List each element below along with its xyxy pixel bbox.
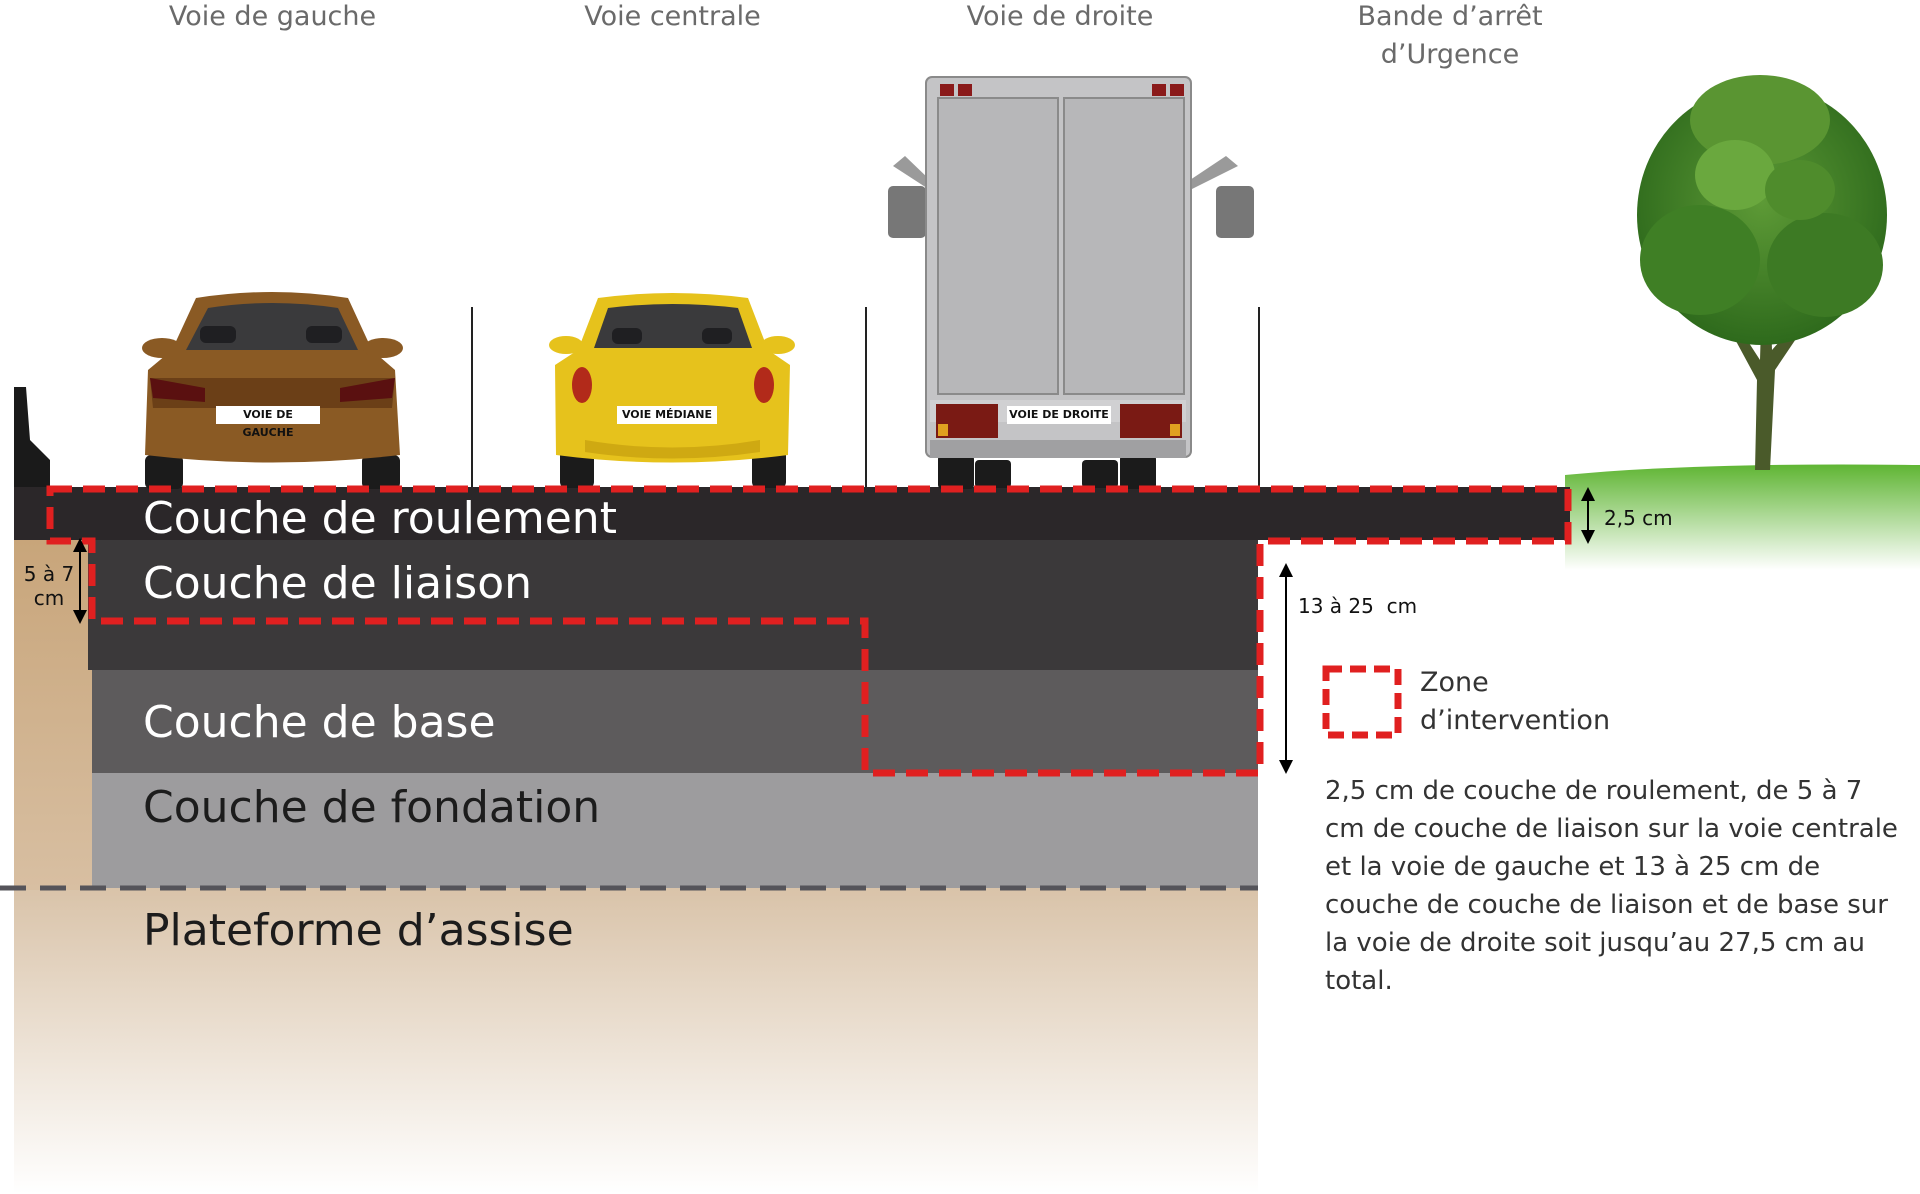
intervention-zone-outline [46, 485, 1572, 777]
car-center-icon [549, 293, 795, 488]
legend-swatch [1322, 665, 1402, 739]
lane-title-shoulder: Bande d’arrêt d’Urgence [1330, 0, 1570, 74]
measure-top-thickness: 2,5 cm [1604, 506, 1673, 530]
left-barrier [14, 387, 50, 487]
measure-right-depth: 13 à 25 cm [1298, 594, 1418, 618]
lane-title-shoulder-line2: d’Urgence [1380, 39, 1520, 70]
lane-title-right: Voie de droite [966, 1, 1154, 32]
layer-roulement [14, 487, 1570, 540]
legend-line2: d’intervention [1420, 705, 1611, 736]
measure-left-line2: cm [33, 586, 65, 610]
label-plateforme: Plateforme d’assise [143, 905, 574, 956]
measure-left-line1: 5 à 7 [23, 562, 75, 586]
description-text: 2,5 cm de couche de roulement, de 5 à 7 … [1325, 776, 1898, 996]
plate-car-center: VOIE MÉDIANE [617, 406, 717, 424]
lane-title-center: Voie centrale [584, 1, 761, 32]
label-roulement: Couche de roulement [143, 493, 617, 544]
plateforme-soil [14, 888, 1258, 1194]
legend-label: Zone d’intervention [1420, 664, 1610, 740]
car-left-icon [142, 292, 403, 489]
label-fondation: Couche de fondation [143, 782, 601, 833]
truck-icon [888, 76, 1254, 489]
lane-title-shoulder-line1: Bande d’arrêt [1357, 1, 1543, 32]
legend-line1: Zone [1420, 667, 1489, 698]
layer-fondation [92, 773, 1258, 888]
layer-base [92, 670, 1258, 773]
plate-truck: VOIE DE DROITE [1007, 406, 1111, 424]
label-liaison: Couche de liaison [143, 558, 533, 609]
plate-car-left: VOIE DE GAUCHE [216, 406, 320, 439]
grass-verge [1565, 464, 1920, 570]
measure-left-thickness: 5 à 7 cm [18, 562, 80, 610]
layer-liaison [88, 540, 1258, 670]
tree-icon [1637, 75, 1887, 470]
label-base: Couche de base [143, 697, 496, 748]
lane-title-left: Voie de gauche [168, 1, 377, 32]
